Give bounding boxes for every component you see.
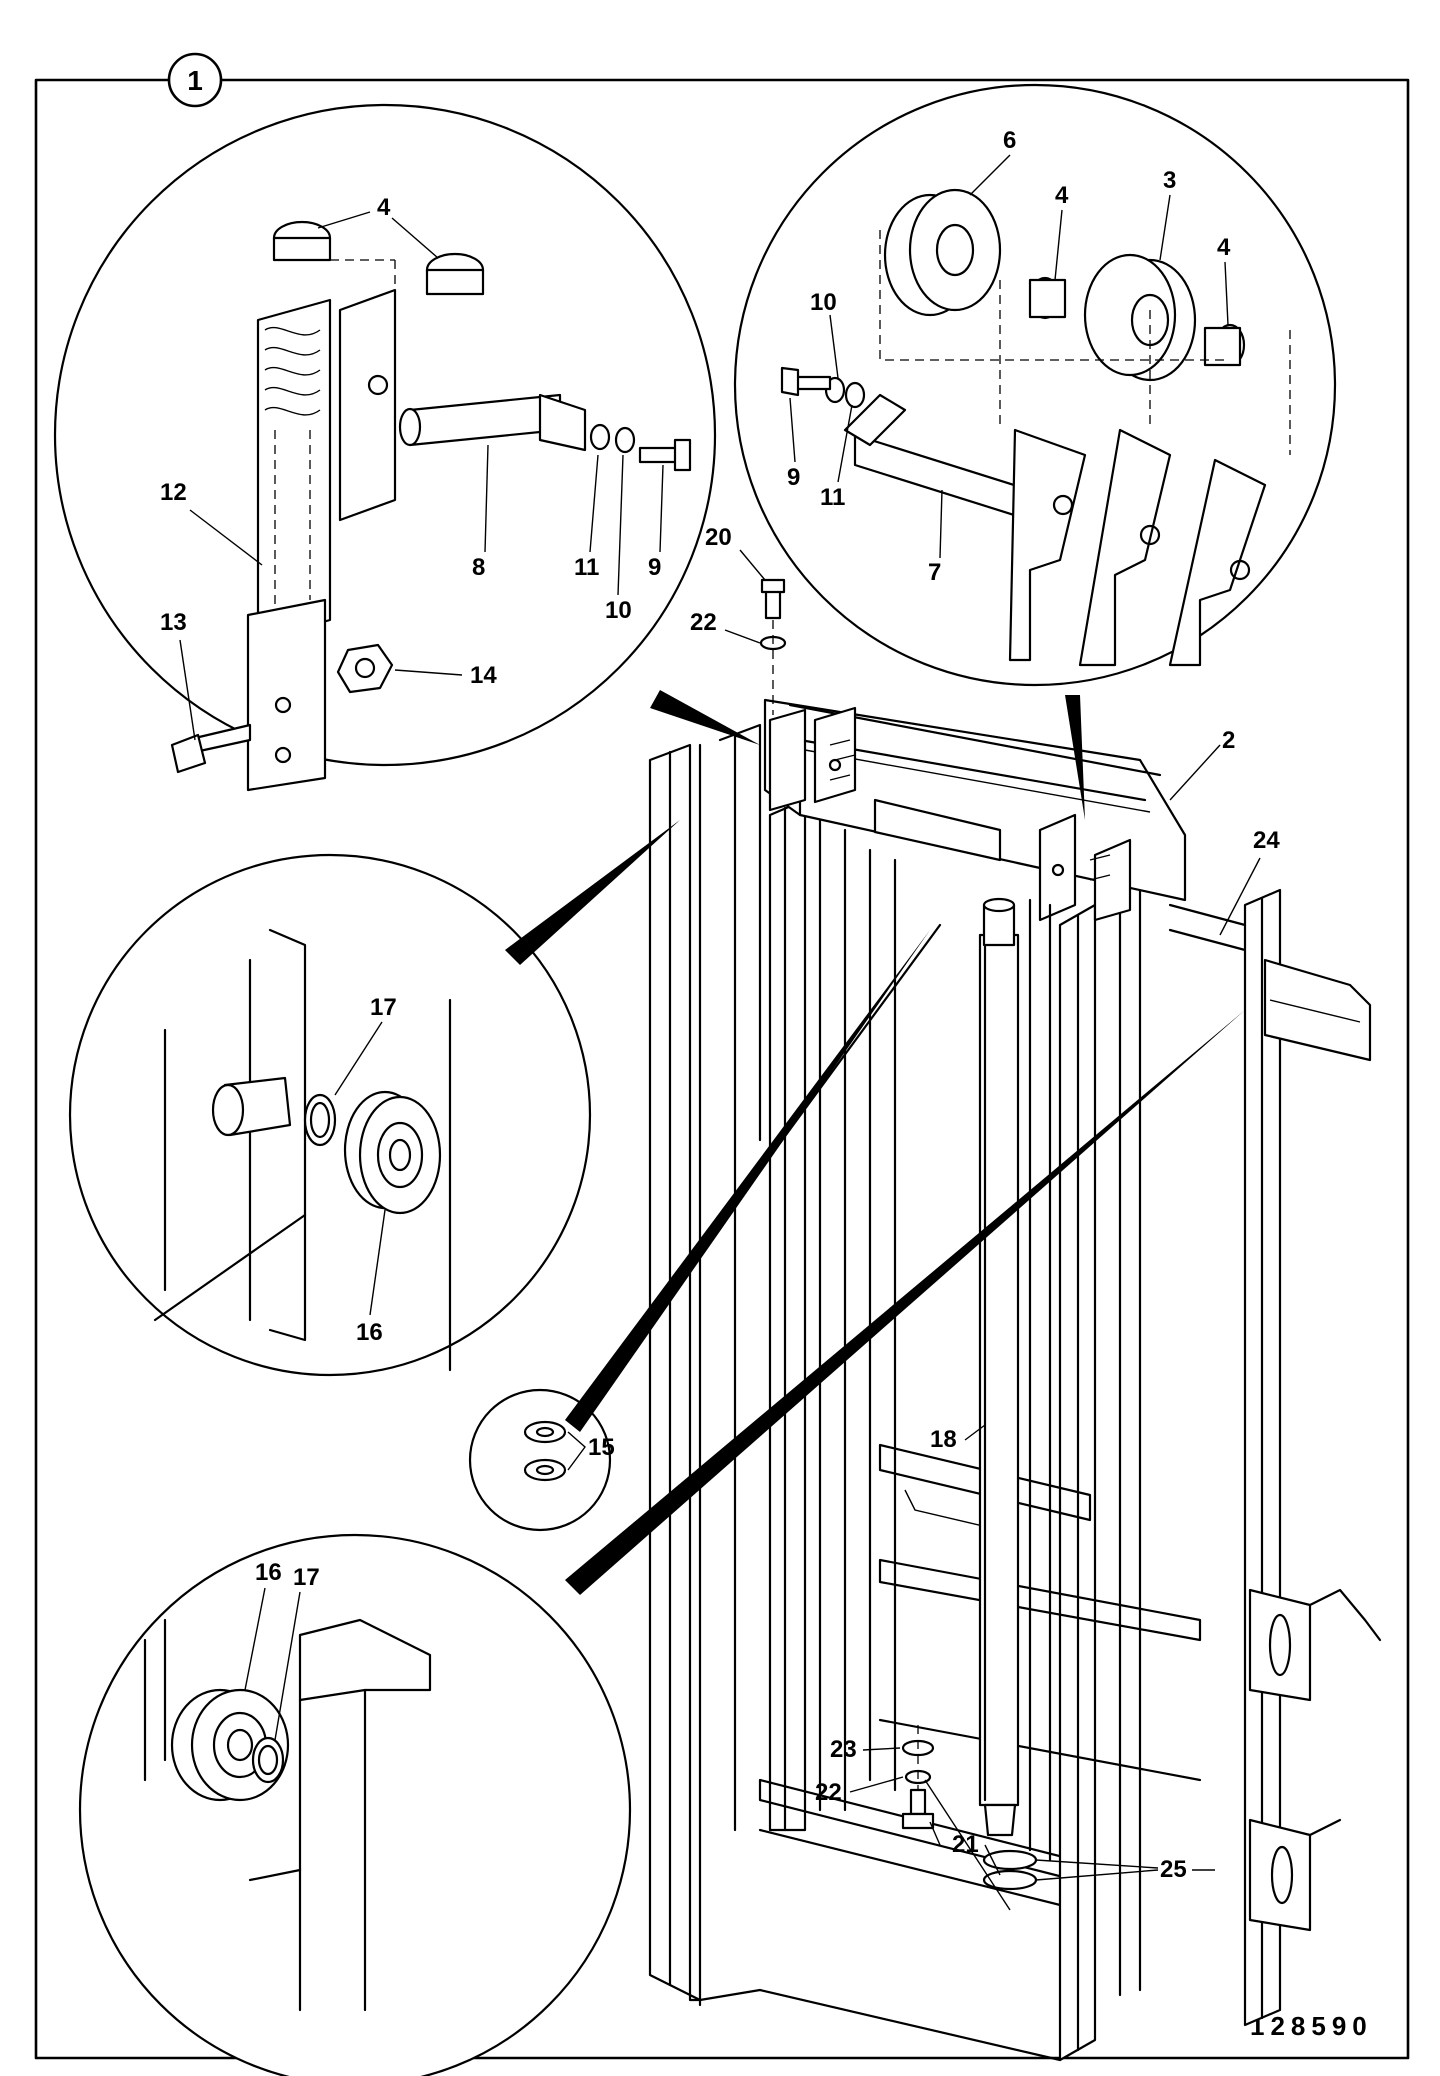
callout: 4: [1217, 234, 1231, 261]
figure-number-badge: 1: [167, 52, 223, 108]
callout: 2: [1222, 727, 1235, 754]
callouts-main: 20 22 2 24 18 23 22 21 25: [690, 524, 1280, 1911]
detail-leaders: [505, 690, 1245, 1595]
callout: 8: [472, 554, 485, 581]
callout: 4: [1055, 182, 1069, 209]
bottom-hardware-stack: [901, 1725, 935, 1830]
callout: 22: [690, 609, 717, 636]
callout: 9: [648, 554, 661, 581]
callout: 25: [1160, 1856, 1187, 1883]
callouts-small: 15: [567, 1431, 615, 1471]
callout: 22: [815, 1779, 842, 1806]
callout: 7: [928, 559, 941, 586]
callout: 23: [830, 1736, 857, 1763]
callout: 17: [370, 994, 397, 1021]
callout: 10: [605, 597, 632, 624]
callouts-mid-left: 17 16: [334, 994, 397, 1346]
callout: 16: [255, 1559, 282, 1586]
callouts-bottom-left: 16 17: [244, 1559, 320, 1741]
detail-chain-anchor: [53, 103, 717, 792]
callout: 10: [810, 289, 837, 316]
lift-cylinder: [978, 897, 1038, 1891]
callouts-top-left: 4 12 8 11 10 9 13 14: [160, 194, 664, 741]
callout: 13: [160, 609, 187, 636]
callout: 14: [470, 662, 497, 689]
detail-pulley-assembly: [733, 83, 1337, 687]
callout: 11: [820, 484, 845, 511]
callout: 17: [293, 1564, 320, 1591]
bolt-20-stack: [759, 578, 787, 715]
callout: 9: [787, 464, 800, 491]
callout: 4: [377, 194, 391, 221]
mast-assembly: [648, 698, 1202, 2062]
callout: 24: [1253, 827, 1280, 854]
callout: 6: [1003, 127, 1016, 154]
drawing-frame: [34, 78, 1410, 2060]
callout: 15: [588, 1434, 615, 1461]
callout: 18: [930, 1426, 957, 1453]
detail-roller-lower: [78, 1533, 632, 2076]
callout: 21: [952, 1831, 979, 1858]
callout: 3: [1163, 167, 1176, 194]
callout: 11: [574, 554, 599, 581]
callouts-top-right: 6 4 3 4 10 9 11 7: [787, 127, 1231, 586]
callout: 16: [356, 1319, 383, 1346]
callout: 12: [160, 479, 187, 506]
carriage-assembly: [1168, 888, 1382, 2027]
detail-roller-upper: [68, 853, 592, 1377]
drawing-code: 128590: [1250, 2011, 1373, 2041]
callout: 20: [705, 524, 732, 551]
figure-number: 1: [187, 65, 203, 96]
